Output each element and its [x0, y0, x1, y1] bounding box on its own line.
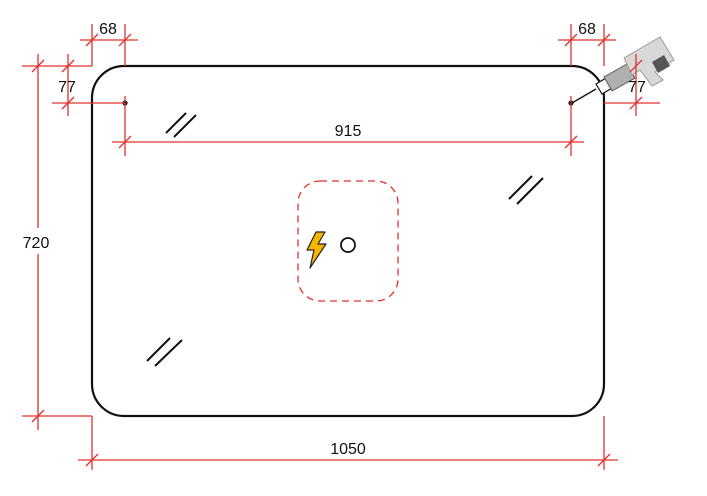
glare-mark-right: [508, 175, 544, 205]
dimension-label-overall-width: 1050: [330, 441, 366, 458]
dimension-label-right-offset-y: 77: [628, 79, 646, 96]
lightning-bolt-icon: [306, 231, 327, 269]
cable-hole: [340, 237, 356, 253]
glare-mark-top-left: [165, 112, 197, 138]
dimension-left-hole-offset-y: 77: [52, 54, 125, 116]
dimension-left-hole-offset-x: 68: [80, 21, 138, 66]
dimension-label-hole-spacing: 915: [335, 123, 362, 140]
mirror-outline: [90, 64, 606, 418]
dimension-right-hole-offset-y: 77: [604, 54, 660, 116]
dimension-right-hole-offset-x: 68: [558, 21, 616, 66]
dimension-overall-width: 1050: [78, 416, 618, 470]
drill-icon: [571, 36, 675, 104]
power-cutout-area: [297, 180, 399, 302]
dimension-label-right-offset-x: 68: [578, 21, 596, 38]
dimension-hole-spacing: 915: [112, 96, 584, 156]
dimension-label-left-offset-y: 77: [58, 79, 76, 96]
dimension-label-left-offset-x: 68: [99, 21, 117, 38]
glare-mark-bottom-left: [146, 337, 183, 367]
dimension-label-overall-height: 720: [23, 235, 50, 252]
dimension-overall-height: 720: [2, 54, 92, 430]
